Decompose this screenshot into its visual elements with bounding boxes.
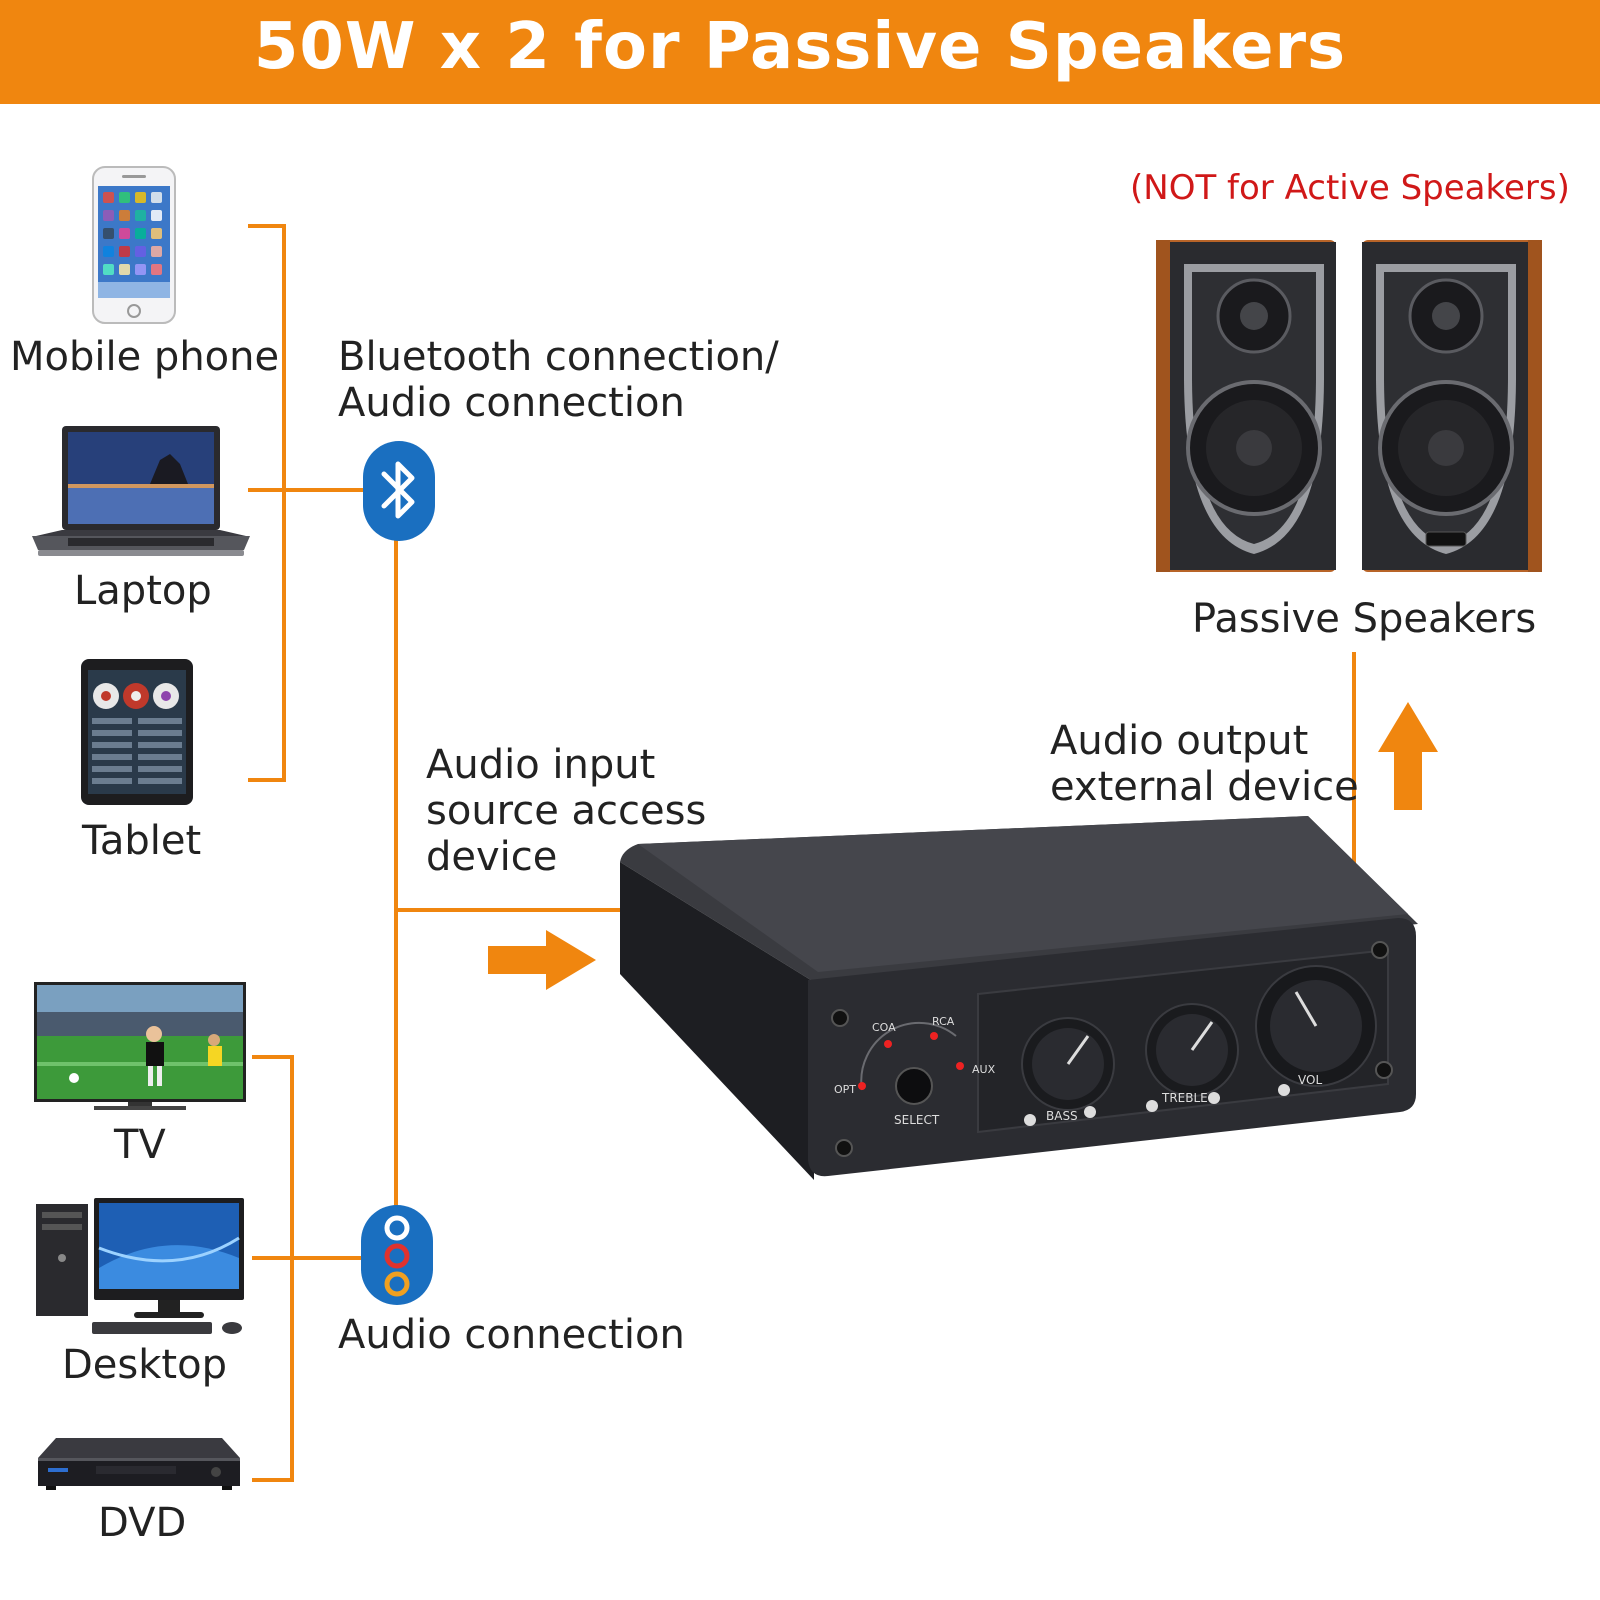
desktop-to-rca-wire <box>252 1256 364 1260</box>
amp-led-rca-label: RCA <box>932 1015 955 1028</box>
tablet-icon <box>80 658 194 806</box>
audio-input-label-line2: source access <box>426 788 707 834</box>
amp-to-speakers-wire <box>1352 652 1356 920</box>
amp-led-aux-label: AUX <box>972 1063 996 1076</box>
passive-speakers-label: Passive Speakers <box>1192 596 1537 642</box>
not-for-active-speakers-warning: (NOT for Active Speakers) <box>1130 168 1570 208</box>
laptop-to-bluetooth-wire <box>248 488 370 492</box>
bracket-bottom-cap-lower <box>252 1478 294 1482</box>
bracket-top-cap-lower <box>248 778 286 782</box>
bracket-bottom-vertical <box>290 1055 294 1482</box>
bluetooth-icon <box>362 440 436 542</box>
tablet-label: Tablet <box>82 818 202 864</box>
bluetooth-connection-label-line2: Audio connection <box>338 380 685 426</box>
tv-icon <box>34 982 246 1114</box>
tv-label: TV <box>114 1122 166 1168</box>
amp-bass-label: BASS <box>1046 1109 1078 1123</box>
rca-connector-icon <box>360 1204 434 1306</box>
amp-led-opt-label: OPT <box>834 1083 857 1096</box>
mobile-phone-label: Mobile phone <box>10 334 280 380</box>
audio-output-label-line2: external device <box>1050 764 1359 810</box>
bluetooth-connection-label-line1: Bluetooth connection/ <box>338 334 779 380</box>
banner-title: 50W x 2 for Passive Speakers <box>253 10 1347 84</box>
trunk-vertical <box>394 540 398 1212</box>
arrow-right-icon <box>488 928 598 992</box>
amp-led-coa-label: COA <box>872 1021 896 1034</box>
mobile-phone-icon <box>92 166 176 324</box>
amp-vol-label: VOL <box>1298 1073 1323 1087</box>
dvd-player-icon <box>36 1436 242 1492</box>
audio-input-label-line1: Audio input <box>426 742 656 788</box>
bracket-top-vertical <box>282 224 286 782</box>
rca-connection-label: Audio connection <box>338 1312 685 1358</box>
trunk-to-amp-wire <box>394 908 620 912</box>
amp-select-label: SELECT <box>894 1113 940 1127</box>
amp-treble-label: TREBLE <box>1162 1091 1208 1105</box>
amplifier-image <box>618 814 1418 1184</box>
bracket-bottom-cap-upper <box>252 1055 294 1059</box>
audio-output-label-line1: Audio output <box>1050 718 1309 764</box>
audio-input-label-line3: device <box>426 834 558 880</box>
laptop-label: Laptop <box>74 568 212 614</box>
desktop-icon <box>36 1198 248 1338</box>
dvd-label: DVD <box>98 1500 187 1546</box>
title-banner: 50W x 2 for Passive Speakers <box>0 0 1600 104</box>
desktop-label: Desktop <box>62 1342 227 1388</box>
bracket-top-cap-upper <box>248 224 286 228</box>
arrow-up-icon <box>1376 700 1440 812</box>
laptop-icon <box>30 424 252 570</box>
passive-speakers-image <box>1150 236 1548 576</box>
